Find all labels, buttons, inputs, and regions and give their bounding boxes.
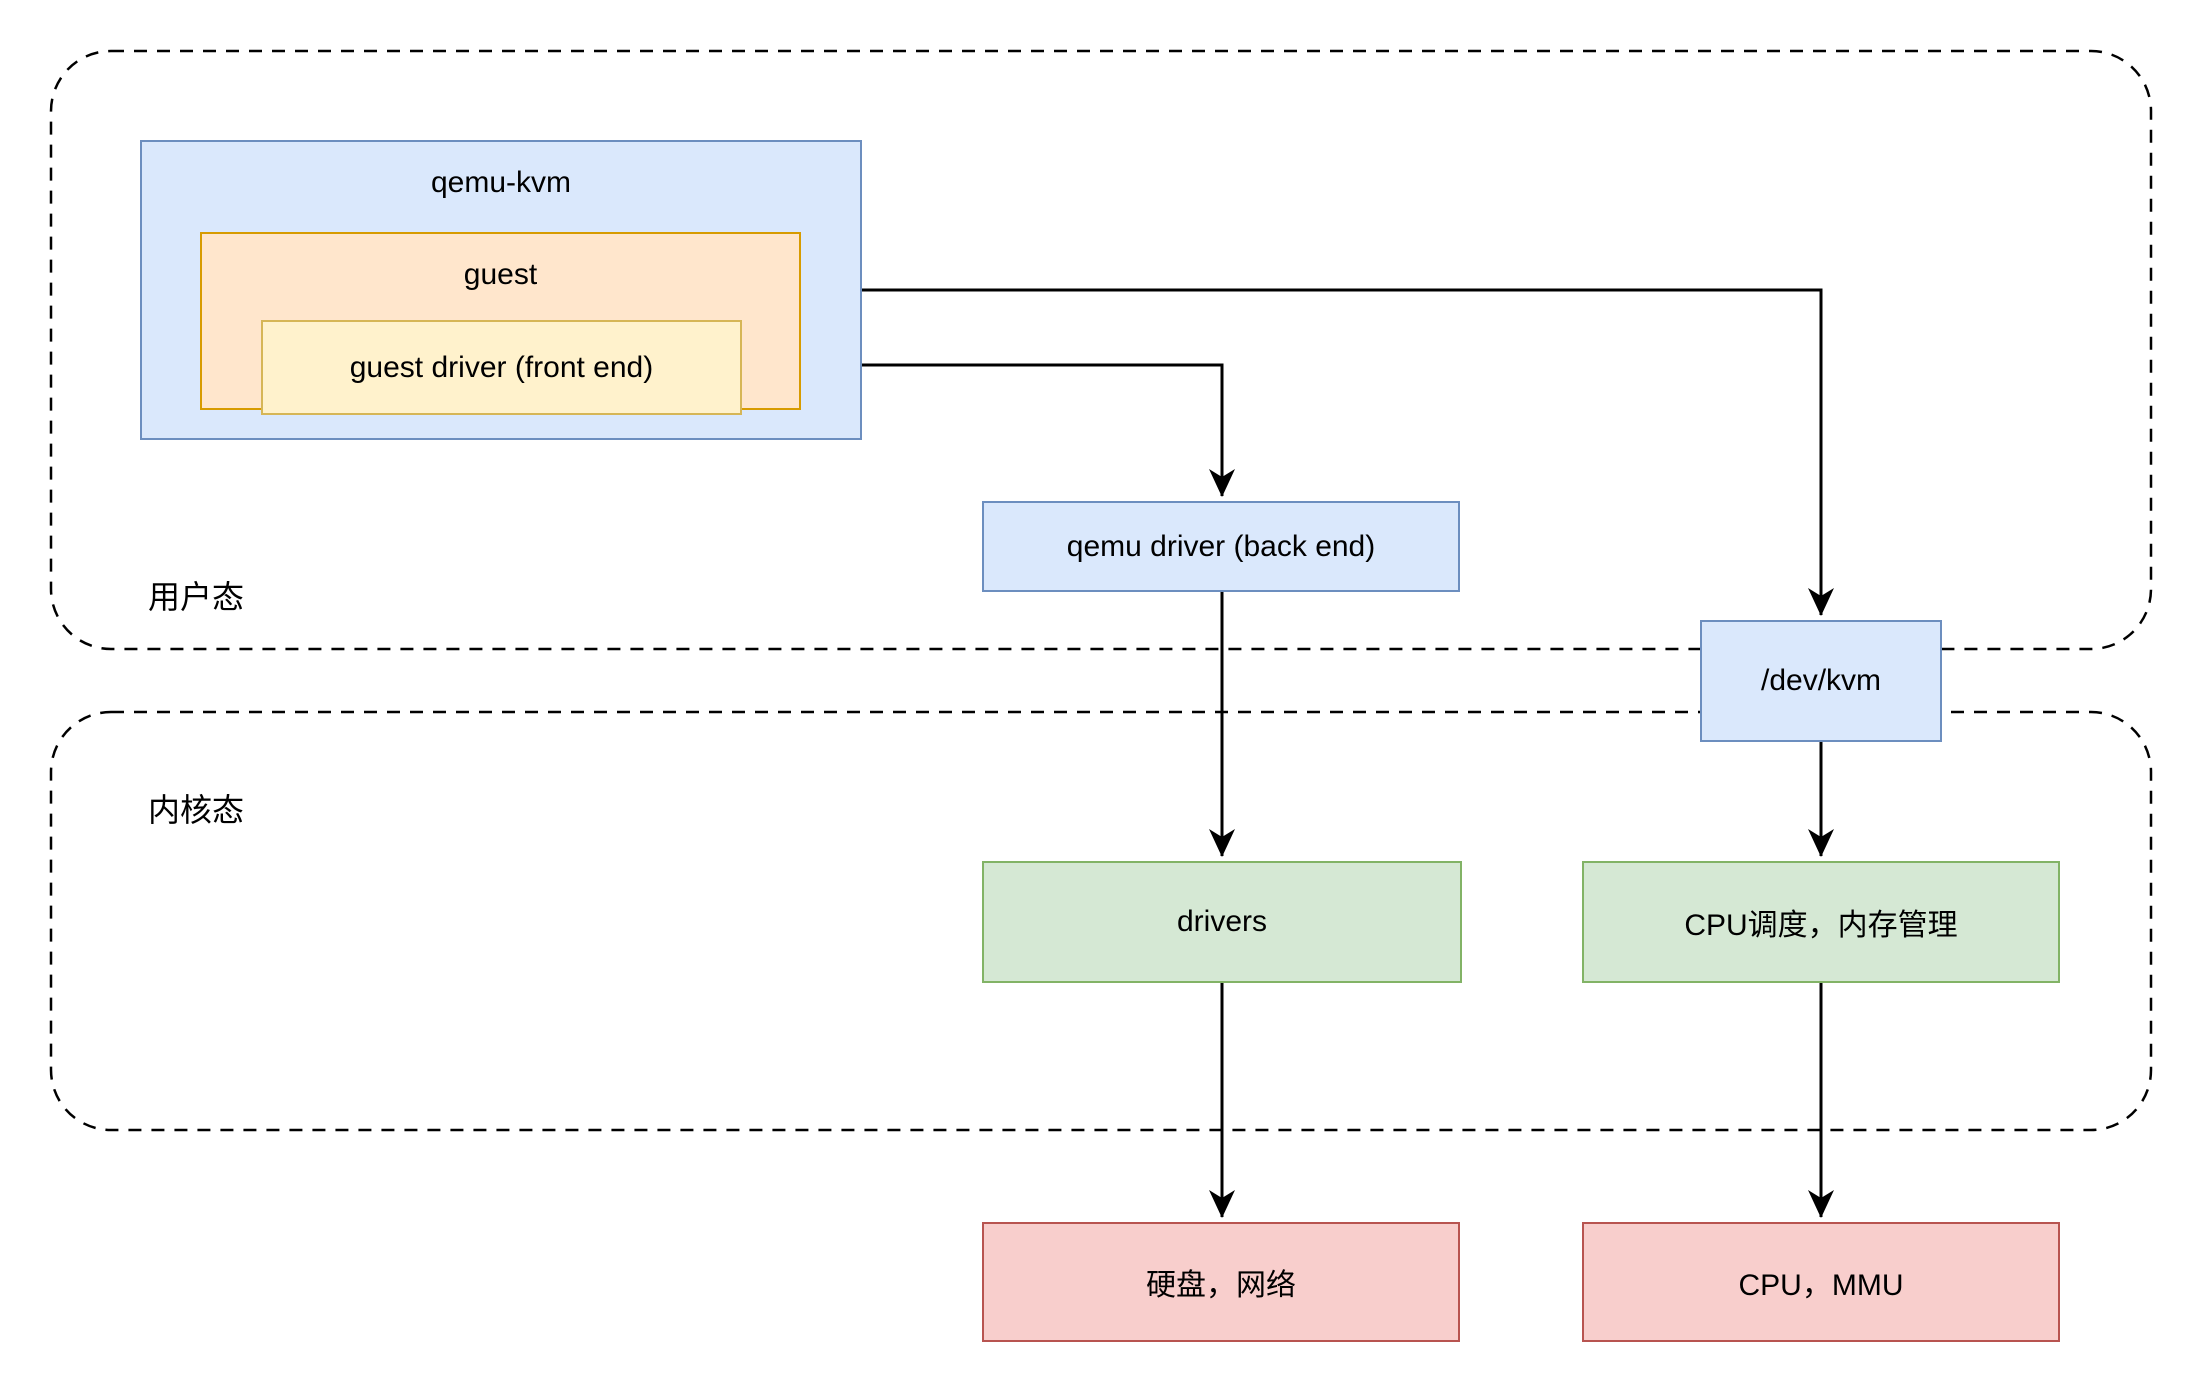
node-qemu-driver-back-end: qemu driver (back end) <box>982 501 1460 592</box>
user-mode-region-outline <box>49 49 2153 651</box>
node-drivers-label: drivers <box>1176 905 1267 938</box>
node-cpu-scheduling-memory-management: CPU调度，内存管理 <box>1582 861 2060 983</box>
node-cpu-sched-label: CPU调度，内存管理 <box>1684 909 1958 942</box>
node-disk-net-label: 硬盘，网络 <box>1146 1269 1296 1302</box>
node-dev-kvm-label: /dev/kvm <box>1760 664 1882 697</box>
node-dev-kvm: /dev/kvm <box>1700 620 1942 742</box>
kernel-mode-label: 内核态 <box>148 792 245 828</box>
user-mode-label: 用户态 <box>148 579 245 615</box>
node-qemu-driver-label: qemu driver (back end) <box>1066 529 1376 563</box>
kernel-mode-region-outline <box>49 710 2153 1132</box>
node-cpu-mmu-label: CPU，MMU <box>1738 1269 1904 1302</box>
node-drivers: drivers <box>982 861 1462 983</box>
node-guest-driver-front-end: guest driver (front end) <box>261 320 742 415</box>
node-guest-driver-label: guest driver (front end) <box>349 350 654 384</box>
node-guest-label: guest <box>463 258 538 291</box>
node-cpu-mmu: CPU，MMU <box>1582 1222 2060 1342</box>
node-disk-network: 硬盘，网络 <box>982 1222 1460 1342</box>
node-qemu-kvm-label: qemu-kvm <box>430 166 572 199</box>
